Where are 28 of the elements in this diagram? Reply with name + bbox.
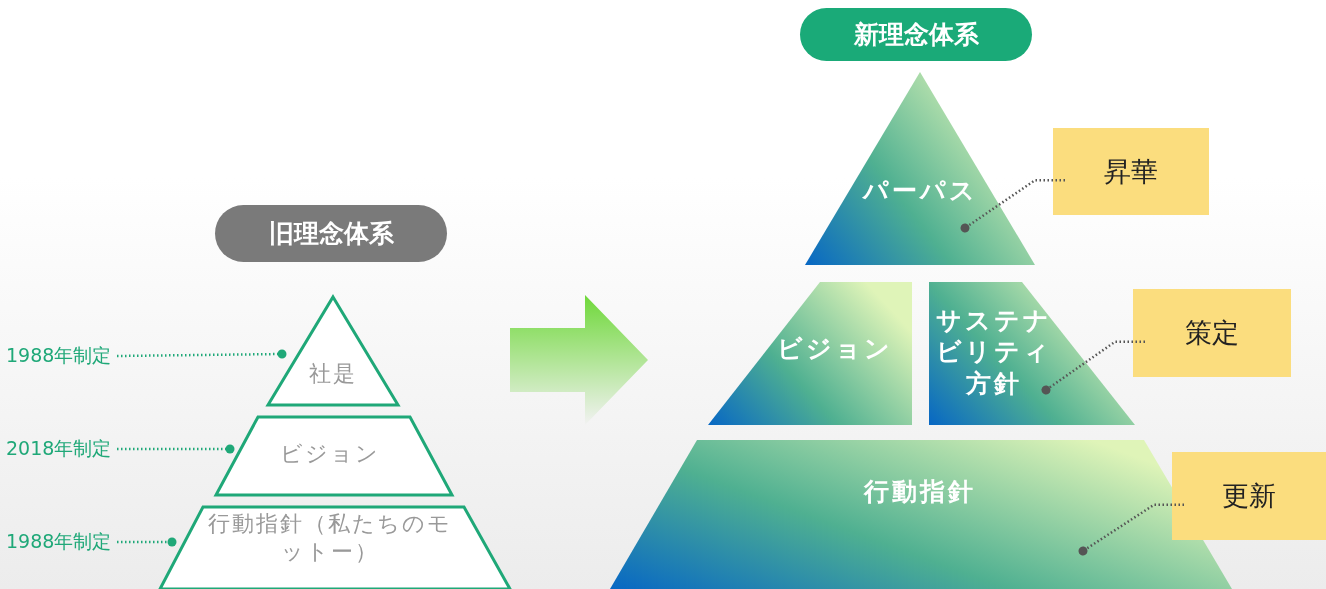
leader-line <box>117 444 235 454</box>
leader-line <box>1041 340 1145 395</box>
note-box: 昇華 <box>1053 128 1209 215</box>
leader-line <box>117 537 177 547</box>
tier-label: 行動指針（私たちのモットー） <box>207 510 453 565</box>
note-box: 更新 <box>1172 452 1326 540</box>
pyramid-tier <box>216 417 452 495</box>
gradient-pyramid-tier <box>929 282 1135 425</box>
leader-line <box>1078 503 1184 556</box>
pyramid-tier <box>268 297 398 405</box>
heading-pill: 旧理念体系 <box>215 205 447 262</box>
gradient-pyramid-tier <box>708 282 912 425</box>
leader-line <box>117 349 287 359</box>
tier-label: 行動指針 <box>862 476 977 508</box>
note-box: 策定 <box>1133 289 1291 377</box>
gradient-pyramid-tier <box>805 72 1035 265</box>
date-label: 2018年制定 <box>6 435 112 463</box>
tier-label: 社是 <box>308 360 358 388</box>
pyramid-tier <box>160 507 510 589</box>
date-label: 1988年制定 <box>6 342 112 370</box>
heading-pill: 新理念体系 <box>800 8 1032 61</box>
arrow <box>510 295 648 425</box>
tier-label: パーパス <box>861 175 979 207</box>
leader-line <box>960 178 1065 233</box>
tier-label: ビジョン <box>776 333 894 365</box>
tier-label: サステナビリティ方針 <box>935 305 1053 399</box>
date-label: 1988年制定 <box>6 528 112 556</box>
tier-label: ビジョン <box>279 440 381 468</box>
